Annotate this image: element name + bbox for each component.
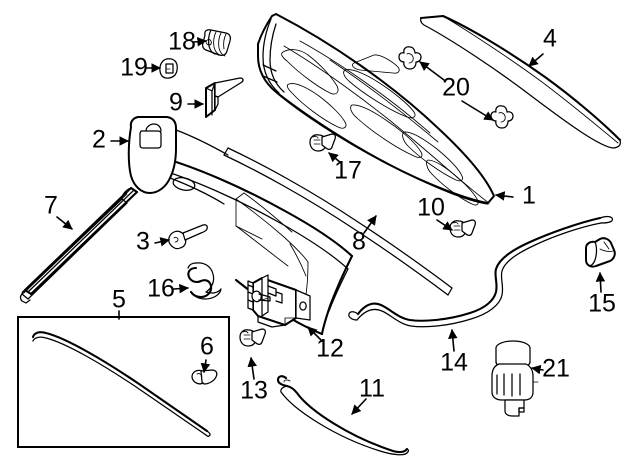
- callout-label-20: 20: [442, 74, 470, 102]
- leader-16: [173, 283, 189, 294]
- callout-label-14: 14: [440, 349, 468, 377]
- part-hood-hinge-left: [127, 116, 229, 205]
- leader-4: [528, 53, 544, 67]
- part-hood-release-cable: [348, 215, 614, 328]
- callout-label-21: 21: [542, 355, 570, 383]
- leader-6: [200, 359, 211, 373]
- part-push-pin-retainer: [449, 219, 476, 238]
- callout-leaders: [56, 36, 606, 415]
- leader-20b: [461, 100, 494, 121]
- part-cable-grommet: [585, 237, 616, 268]
- leader-1: [495, 191, 514, 201]
- callout-label-1: 2: [92, 126, 106, 154]
- part-hood-panel: [257, 13, 495, 206]
- callout-label-5: 5: [112, 286, 126, 314]
- part-hood-insulator-edge: [223, 147, 453, 296]
- part-hood-hinge-nut: [398, 46, 422, 70]
- leader-15: [595, 272, 606, 293]
- callout-label-8: 8: [352, 228, 366, 256]
- leader-7: [56, 216, 73, 230]
- leader-8: [363, 215, 377, 234]
- callout-label-9: 9: [169, 89, 183, 117]
- inset-detail-box: [17, 316, 230, 448]
- leader-21: [531, 364, 544, 375]
- part-latch-screw: [239, 328, 266, 347]
- part-hood-prop-rod: [276, 375, 410, 456]
- part-hinge-bolt: [168, 224, 208, 250]
- callout-label-11: 11: [359, 375, 385, 403]
- part-hood-stop-bracket: [205, 77, 244, 118]
- part-cowl-seal: [19, 186, 139, 304]
- callout-label-6: 6: [200, 333, 214, 361]
- leader-18: [193, 36, 207, 47]
- leader-20a: [419, 61, 445, 81]
- callout-label-18: 18: [168, 28, 196, 56]
- callout-label-10: 10: [417, 194, 445, 222]
- callout-label-3: 3: [136, 228, 150, 256]
- part-hood-bumper: [191, 369, 218, 385]
- callout-label-7: 7: [44, 192, 58, 220]
- leader-12: [307, 326, 323, 342]
- part-washer-pump: [491, 340, 539, 417]
- callout-label-15: 15: [588, 290, 616, 318]
- callout-label-4: 4: [543, 25, 557, 53]
- leader-13: [247, 357, 257, 380]
- callout-label-13: 13: [240, 377, 268, 405]
- callout-label-2: 1: [522, 182, 536, 210]
- leader-17: [328, 152, 342, 164]
- part-hood-seal-front: [31, 331, 211, 438]
- callout-label-17: 17: [334, 157, 362, 185]
- leader-10: [436, 219, 453, 231]
- leader-14: [448, 329, 458, 352]
- leader-11: [351, 398, 367, 415]
- part-hood-bumper-stopper: [202, 29, 231, 57]
- callout-label-12: 12: [316, 335, 344, 363]
- part-prop-rod-clip: [187, 262, 222, 300]
- callout-labels: 2 1 3 4 5 6 7 8 9 10 11 12 13 14 15 16 1…: [44, 25, 616, 405]
- part-hood-latch: [247, 274, 311, 328]
- callout-label-16: 16: [147, 275, 175, 303]
- callout-label-19: 19: [120, 54, 148, 82]
- leader-3: [154, 237, 170, 247]
- part-hood-seal-upper: [419, 14, 622, 149]
- part-push-pin-retainer-rear: [309, 133, 336, 152]
- part-retainer-clip: [159, 58, 178, 79]
